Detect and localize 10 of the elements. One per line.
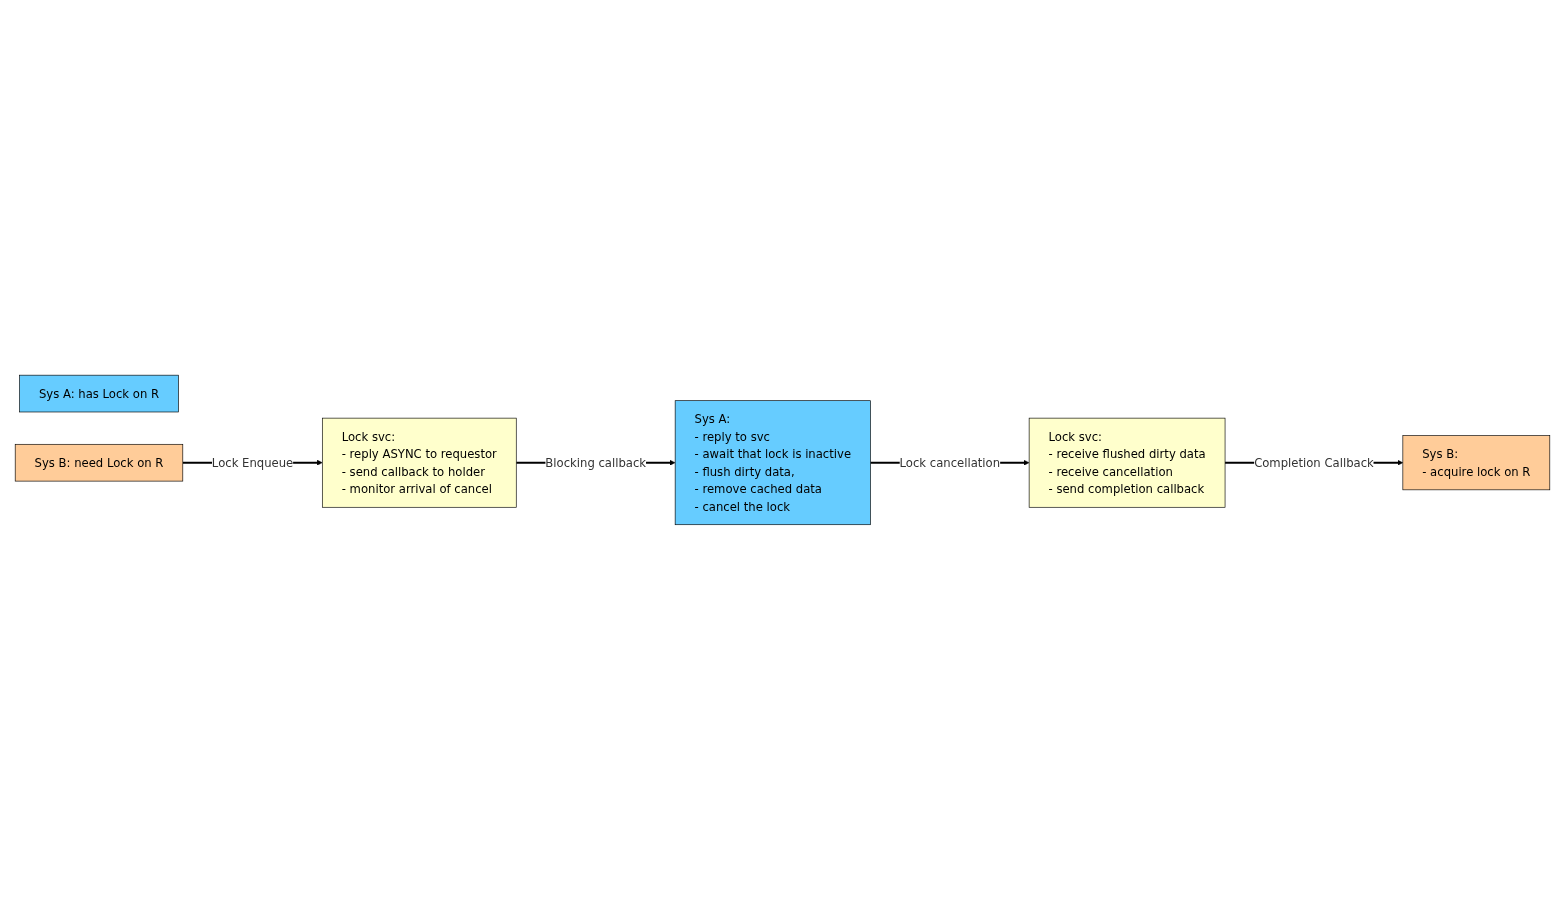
- node-box: Lock svc: - receive flushed dirty data - receive cancellation - send completion callback: [1028, 417, 1226, 508]
- node-box: Lock svc: - reply ASYNC to requestor - send callback to holder - monitor arrival of cancel: [322, 417, 517, 508]
- edge-label: Lock cancellation: [899, 455, 1001, 470]
- node-box: Sys B: - acquire lock on R: [1402, 435, 1551, 491]
- edge-label: Blocking callback: [545, 455, 647, 470]
- edge-label: Lock Enqueue: [211, 455, 294, 470]
- edge-label: Completion Callback: [1254, 455, 1374, 470]
- node-box: Sys A: has Lock on R: [19, 374, 179, 413]
- node-box: Sys B: need Lock on R: [14, 444, 184, 482]
- node-box: Sys A: - reply to svc - await that lock is inactive - flush dirty data, - remove cached data - cancel the lock: [674, 400, 871, 526]
